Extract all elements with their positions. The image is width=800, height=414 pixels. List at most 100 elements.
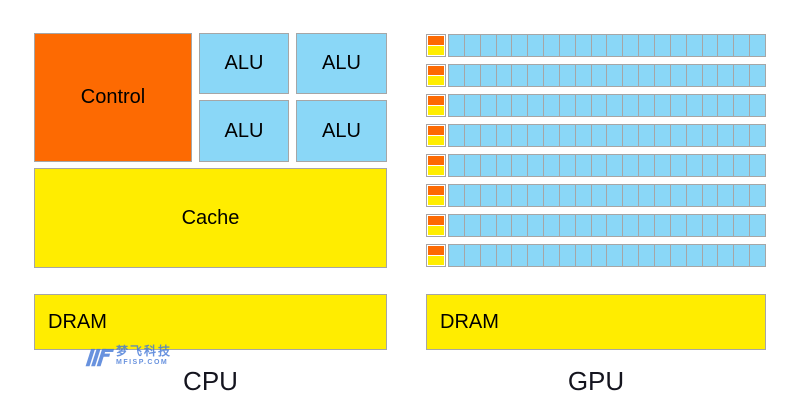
gpu-control-segment bbox=[428, 216, 444, 225]
gpu-alu-cell bbox=[511, 35, 528, 56]
gpu-alu-cell bbox=[653, 155, 670, 176]
gpu-alu-cell bbox=[701, 245, 718, 266]
gpu-alu-cell bbox=[543, 245, 559, 266]
gpu-alu-cell bbox=[685, 125, 702, 146]
gpu-alu-cell bbox=[574, 215, 591, 236]
gpu-alu-cell bbox=[606, 245, 623, 266]
gpu-alu-cell bbox=[495, 125, 512, 146]
watermark-text: 梦飞科技 MFISP.COM bbox=[116, 344, 172, 367]
gpu-row bbox=[426, 154, 766, 177]
gpu-cache-segment bbox=[428, 226, 444, 235]
gpu-alu-cell bbox=[606, 155, 623, 176]
gpu-cache-segment bbox=[428, 256, 444, 265]
gpu-alu-cell bbox=[543, 215, 559, 236]
gpu-alu-cell bbox=[653, 215, 670, 236]
gpu-alu-cell bbox=[701, 185, 718, 206]
gpu-alu-cell bbox=[511, 65, 528, 86]
gpu-alu-cell bbox=[733, 245, 750, 266]
gpu-alu-cell bbox=[638, 245, 654, 266]
cpu-alu-box-1: ALU bbox=[199, 33, 289, 94]
gpu-alu-cell bbox=[685, 65, 702, 86]
gpu-dram-box: DRAM bbox=[426, 294, 766, 350]
gpu-alu-cell bbox=[653, 95, 670, 116]
gpu-cache-segment bbox=[428, 76, 444, 85]
gpu-alu-cell bbox=[574, 95, 591, 116]
gpu-alu-cell bbox=[511, 125, 528, 146]
gpu-alu-cell bbox=[733, 215, 750, 236]
gpu-alu-cell bbox=[479, 125, 496, 146]
gpu-alu-strip bbox=[448, 64, 766, 87]
gpu-alu-cell bbox=[449, 155, 464, 176]
cpu-title: CPU bbox=[183, 366, 238, 396]
gpu-alu-cell bbox=[717, 185, 734, 206]
gpu-alu-cell bbox=[463, 65, 480, 86]
watermark: 梦飞科技 MFISP.COM bbox=[84, 344, 172, 373]
gpu-alu-cell bbox=[495, 95, 512, 116]
gpu-alu-cell bbox=[701, 215, 718, 236]
gpu-alu-cell bbox=[638, 125, 654, 146]
gpu-alu-cell bbox=[622, 65, 639, 86]
mfisp-logo-icon bbox=[84, 344, 114, 373]
gpu-alu-cell bbox=[606, 215, 623, 236]
gpu-alu-cell bbox=[717, 65, 734, 86]
gpu-alu-cell bbox=[463, 95, 480, 116]
gpu-alu-cell bbox=[574, 155, 591, 176]
gpu-alu-cell bbox=[543, 185, 559, 206]
gpu-alu-cell bbox=[495, 35, 512, 56]
gpu-alu-cell bbox=[669, 125, 686, 146]
gpu-alu-cell bbox=[622, 245, 639, 266]
cpu-cache-label: Cache bbox=[181, 206, 240, 229]
gpu-alu-cell bbox=[590, 95, 607, 116]
gpu-alu-cell bbox=[733, 65, 750, 86]
cpu-alu-box-4: ALU bbox=[296, 100, 387, 162]
gpu-title: GPU bbox=[567, 366, 625, 396]
gpu-alu-cell bbox=[733, 185, 750, 206]
gpu-alu-cell bbox=[543, 125, 559, 146]
gpu-alu-cell bbox=[622, 215, 639, 236]
gpu-control-segment bbox=[428, 156, 444, 165]
gpu-alu-cell bbox=[733, 95, 750, 116]
gpu-alu-cell bbox=[558, 95, 575, 116]
gpu-alu-cell bbox=[653, 35, 670, 56]
gpu-alu-strip bbox=[448, 154, 766, 177]
watermark-site: MFISP.COM bbox=[116, 359, 169, 366]
gpu-alu-cell bbox=[606, 185, 623, 206]
gpu-alu-cell bbox=[653, 185, 670, 206]
gpu-alu-cell bbox=[543, 35, 559, 56]
gpu-alu-cell bbox=[749, 155, 765, 176]
gpu-alu-cell bbox=[669, 65, 686, 86]
gpu-alu-cell bbox=[669, 185, 686, 206]
gpu-alu-cell bbox=[527, 245, 544, 266]
gpu-alu-cell bbox=[622, 125, 639, 146]
gpu-alu-cell bbox=[701, 35, 718, 56]
gpu-alu-cell bbox=[527, 95, 544, 116]
gpu-alu-cell bbox=[749, 65, 765, 86]
gpu-alu-cell bbox=[685, 215, 702, 236]
gpu-alu-cell bbox=[495, 65, 512, 86]
gpu-alu-cell bbox=[701, 65, 718, 86]
gpu-alu-cell bbox=[574, 125, 591, 146]
gpu-alu-cell bbox=[574, 65, 591, 86]
cpu-control-label: Control bbox=[80, 86, 146, 108]
gpu-alu-strip bbox=[448, 184, 766, 207]
gpu-alu-cell bbox=[669, 245, 686, 266]
gpu-alu-cell bbox=[543, 65, 559, 86]
gpu-control-segment bbox=[428, 96, 444, 105]
gpu-alu-cell bbox=[749, 245, 765, 266]
gpu-alu-cell bbox=[590, 185, 607, 206]
gpu-alu-cell bbox=[495, 215, 512, 236]
gpu-control-cache-stack bbox=[426, 64, 446, 87]
gpu-alu-cell bbox=[574, 185, 591, 206]
gpu-row bbox=[426, 184, 766, 207]
gpu-alu-cell bbox=[527, 35, 544, 56]
gpu-control-segment bbox=[428, 36, 444, 45]
gpu-alu-cell bbox=[606, 95, 623, 116]
gpu-alu-cell bbox=[463, 155, 480, 176]
gpu-alu-cell bbox=[590, 125, 607, 146]
gpu-alu-cell bbox=[717, 35, 734, 56]
gpu-alu-cell bbox=[638, 185, 654, 206]
gpu-alu-cell bbox=[449, 35, 464, 56]
gpu-row bbox=[426, 64, 766, 87]
cpu-alu-label: ALU bbox=[224, 119, 264, 142]
gpu-alu-cell bbox=[495, 245, 512, 266]
